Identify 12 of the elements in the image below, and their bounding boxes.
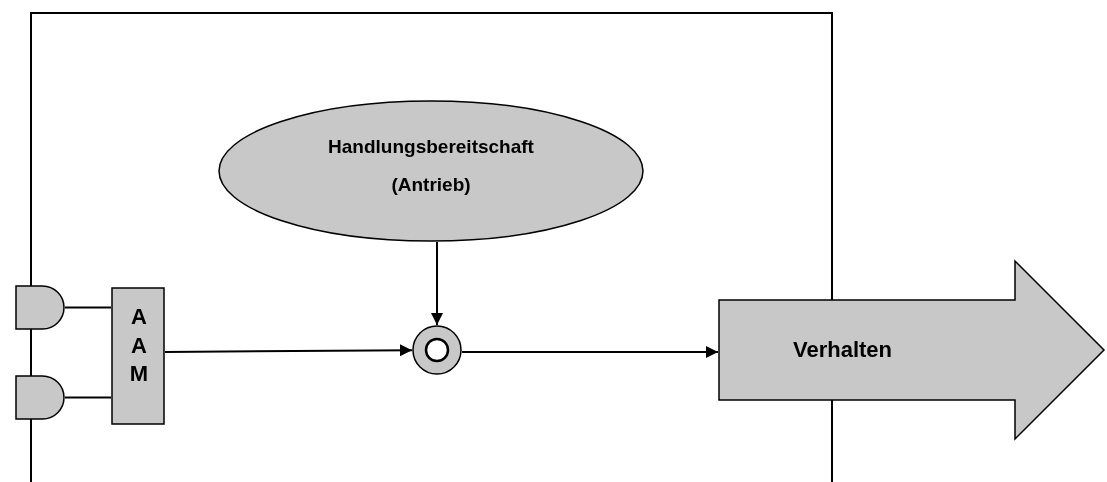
receptor-shape	[15, 285, 65, 330]
arrow	[461, 346, 719, 358]
behavior-label: Verhalten	[793, 337, 893, 363]
filter-label: AAM	[128, 303, 150, 389]
drive-label: Handlungsbereitschaft (Antrieb)	[327, 135, 535, 197]
drive-ellipse	[218, 100, 644, 242]
filter-box	[111, 287, 165, 425]
arrow	[431, 241, 443, 326]
arrow	[164, 344, 413, 357]
receptor-shape	[15, 375, 65, 420]
double-circle	[412, 325, 462, 375]
behavior-arrow	[718, 260, 1105, 440]
